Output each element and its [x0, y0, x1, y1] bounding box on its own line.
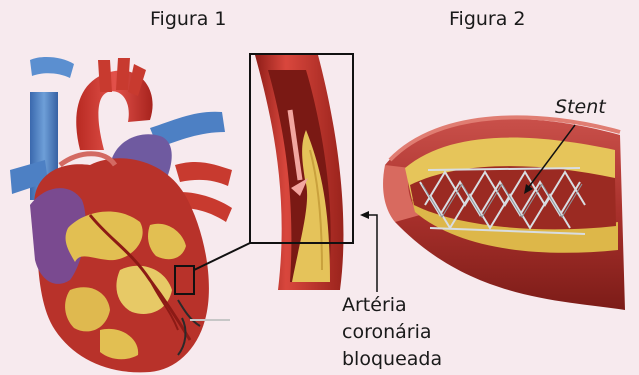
blocked-artery-label-line3: bloqueada — [342, 346, 442, 373]
figure-2-title: Figura 2 — [449, 8, 526, 30]
blocked-artery-closeup — [250, 54, 353, 290]
blocked-artery-label: Artéria coronária bloqueada — [342, 292, 442, 373]
blocked-artery-pointer — [360, 211, 377, 292]
blocked-artery-label-line1: Artéria — [342, 292, 442, 319]
heart-illustration — [10, 57, 232, 372]
stent-illustration — [383, 117, 625, 310]
blocked-artery-label-line2: coronária — [342, 319, 442, 346]
figure-1-title: Figura 1 — [150, 8, 227, 30]
stent-label: Stent — [555, 96, 606, 118]
